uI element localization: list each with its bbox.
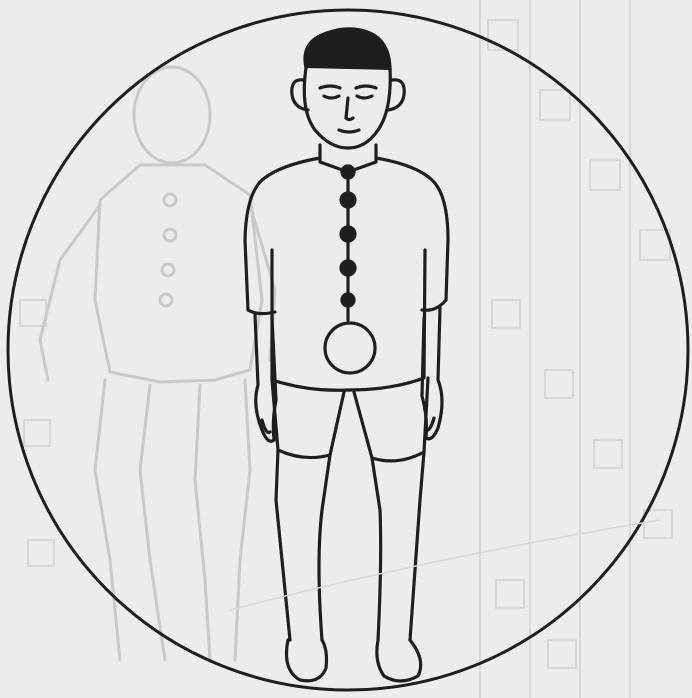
- paper-scratch: [230, 520, 660, 610]
- standing-figure: [245, 29, 448, 681]
- figure-head: [292, 29, 405, 148]
- figure-legs: [276, 450, 424, 640]
- figure-feet: [287, 640, 421, 681]
- dantian-circle: [325, 323, 375, 373]
- ghost-figure: [40, 67, 275, 660]
